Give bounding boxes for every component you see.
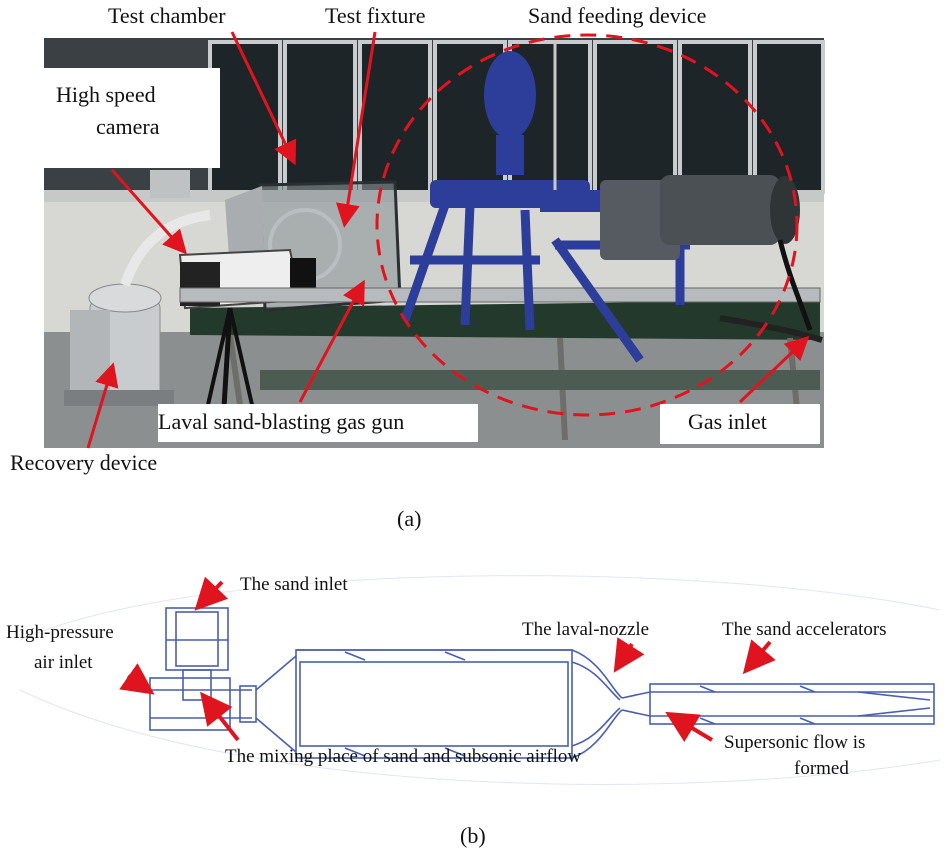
label-laval-gun: Laval sand-blasting gas gun — [158, 404, 478, 442]
label-air-inlet-line1: High-pressure — [6, 622, 114, 643]
label-sand-inlet: The sand inlet — [240, 574, 348, 595]
workbench-shelf — [260, 370, 820, 390]
label-test-fixture: Test fixture — [325, 3, 426, 28]
arrow-air-inlet — [119, 663, 155, 695]
label-laval-nozzle: The laval-nozzle — [522, 619, 650, 640]
label-sand-accelerators: The sand accelerators — [722, 619, 887, 640]
annotation-arrows-b — [119, 576, 776, 743]
arrow-high-speed-camera — [110, 169, 187, 255]
label-air-inlet-line2: air inlet — [34, 652, 93, 673]
arrow-laval-nozzle — [613, 637, 645, 673]
arrow-recovery-device — [86, 362, 119, 449]
label-sand-feeding-device: Sand feeding device — [528, 3, 707, 28]
gas-inlet-hose — [719, 315, 823, 343]
arrow-mixing-place — [200, 691, 240, 742]
window-panes — [208, 40, 825, 194]
label-high-speed-camera-line2: camera — [96, 114, 160, 139]
recovery-device — [64, 210, 211, 406]
label-high-speed-camera-line1: High speed — [56, 82, 156, 107]
gun-rail — [179, 287, 821, 303]
wall-box — [150, 170, 190, 198]
caption-b: (b) — [460, 823, 486, 848]
label-gas-inlet: Gas inlet — [660, 404, 820, 444]
sand-feeding-dashed-circle — [375, 33, 799, 417]
label-recovery-device: Recovery device — [10, 450, 158, 475]
label-high-speed-camera: High speed camera — [44, 68, 220, 168]
arrow-test-chamber — [230, 31, 297, 166]
arrow-gas-inlet — [738, 335, 810, 404]
annotation-arrows-a — [86, 31, 810, 449]
label-test-chamber: Test chamber — [108, 3, 226, 28]
sand-feeding-device — [400, 40, 813, 363]
drawing-outline — [19, 575, 941, 785]
label-supersonic: Supersonic flow is formed — [724, 730, 865, 782]
label-supersonic-line2: formed — [794, 758, 849, 779]
arrow-sand-accelerators — [742, 639, 776, 675]
label-air-inlet: High-pressure air inlet — [6, 618, 114, 678]
arrow-supersonic — [665, 711, 714, 743]
label-mixing-place: The mixing place of sand and subsonic ai… — [225, 746, 582, 767]
label-supersonic-line1: Supersonic flow is — [724, 732, 866, 753]
caption-a: (a) — [397, 506, 422, 531]
arrow-sand-inlet — [194, 576, 229, 611]
arrow-test-fixture — [335, 31, 377, 228]
arrow-laval-gun — [298, 279, 365, 403]
